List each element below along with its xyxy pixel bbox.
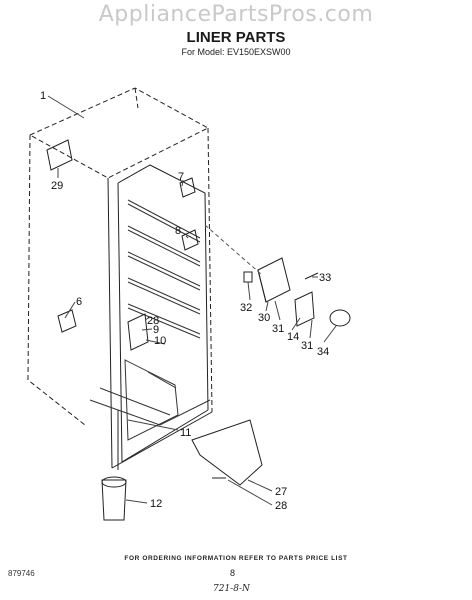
callout-12: 12 [150,498,162,510]
ordering-note: FOR ORDERING INFORMATION REFER TO PARTS … [124,555,348,562]
part-6-hinge [57,309,77,333]
model-subtitle: For Model: EV150EXSW00 [181,47,291,57]
callout-31-right: 31 [301,340,313,352]
watermark: AppliancePartsPros.com [98,2,374,27]
callout-31-left: 31 [272,323,284,335]
guide-line [204,224,263,276]
cabinet-outline [27,87,213,426]
part-30-housing [257,257,291,303]
callout-8: 8 [175,225,181,237]
page-number: 8 [230,568,236,578]
part-9-10-bracket [127,313,149,351]
callout-28-upper: 28 [147,315,159,327]
part-8-clip [181,229,199,251]
part-29-bracket [46,139,73,171]
handwritten-code: 721-8-N [213,584,250,594]
part-33-screw [304,272,319,280]
callout-14: 14 [287,331,299,343]
part-14-plate [294,291,315,327]
callout-30: 30 [258,312,270,324]
leader-lines [47,95,337,506]
callout-11: 11 [180,427,191,439]
callout-1: 1 [40,90,46,102]
part-7-clip [179,177,196,198]
callout-6: 6 [76,296,82,308]
part-12-drain [101,479,127,521]
part-32 [243,271,253,283]
part-27-hinge [191,419,263,486]
page-title: LINER PARTS [186,29,286,46]
callout-27: 27 [275,486,287,498]
callout-9: 9 [153,324,159,336]
callout-labels: 1 29 7 8 6 28 9 10 33 32 30 31 14 31 34 … [40,90,331,512]
callout-33: 33 [319,272,331,284]
callout-28-lower: 28 [275,500,287,512]
callout-10: 10 [154,335,166,347]
bottom-compartment [89,359,211,441]
liner-walls [107,164,213,469]
callout-29: 29 [51,180,63,192]
shelf-rails [127,199,201,339]
diagram-id: 879746 [8,569,35,578]
callout-34: 34 [317,346,329,358]
callout-7: 7 [178,171,184,183]
callout-32: 32 [240,302,252,314]
part-34-knob [329,309,351,327]
